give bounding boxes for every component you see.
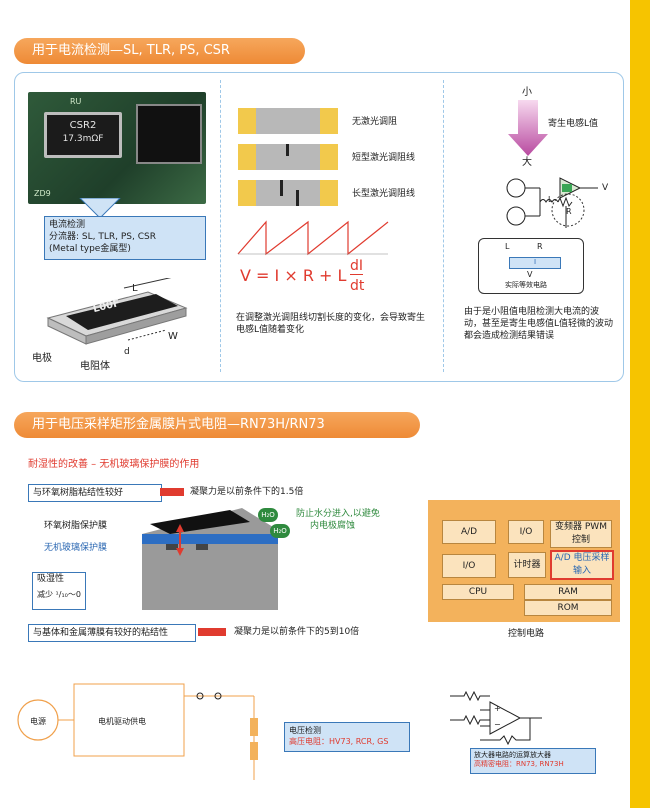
pcb-label-zd: ZD9 — [34, 189, 51, 198]
equivalent-circuit-box: L R I V 实际等效电路 — [478, 238, 584, 294]
cell-cpu: CPU — [442, 584, 514, 600]
trim-none — [238, 108, 338, 134]
trim-label-1: 无激光调阻 — [352, 117, 398, 127]
label-glass: 无机玻璃保护膜 — [44, 543, 108, 553]
eq-current-bar: I — [509, 257, 561, 269]
inductance-arrow — [508, 100, 548, 156]
eq-v: V — [527, 270, 533, 279]
h2o-bubble-1: H₂O — [258, 508, 278, 522]
row2-right: 凝聚力是以前条件下的5到10倍 — [234, 627, 360, 637]
row1-arrow — [160, 488, 184, 496]
section2-subtitle: 耐湿性的改善 – 无机玻璃保护膜的作用 — [28, 459, 200, 470]
formula-den: dt — [350, 278, 365, 294]
power-circuit-diagram — [17, 683, 258, 780]
circuit-diagram — [506, 177, 598, 228]
pcb-component — [136, 104, 202, 164]
row1-left: 与环氧树脂粘结性较好 — [28, 484, 162, 502]
section1-title: 用于电流检测—SL, TLR, PS, CSR — [14, 38, 305, 64]
dim-w: W — [168, 331, 178, 342]
opamp-line1: 放大器电路的运算放大器 — [474, 751, 551, 759]
row2-left: 与基体和金属薄膜有较好的粘结性 — [28, 624, 196, 642]
pcb-photo: RU CSR2 17.3mΩF ZD9 — [28, 92, 206, 204]
sawtooth-waveform — [237, 220, 389, 256]
opamp-plus: + — [494, 704, 501, 713]
eq-caption: 实际等效电路 — [505, 281, 547, 289]
voltage-line1: 电压检测 — [289, 726, 321, 735]
circuit-r: R — [566, 207, 572, 216]
voltage-detect-box: 电压检测 高压电阻：HV73, RCR, GS — [284, 722, 410, 752]
cell-timer: 计时器 — [508, 552, 546, 578]
circuit-v: V — [602, 183, 609, 193]
h2o-bubble-2: H₂O — [270, 524, 290, 538]
callout-line2: 分流器: SL, TLR, PS, CSR — [49, 232, 156, 242]
cell-ram: RAM — [524, 584, 612, 600]
chip-value: 17.3mΩF — [62, 134, 104, 144]
callout-box: 电流检测 分流器: SL, TLR, PS, CSR (Metal type金属… — [44, 216, 206, 260]
cell-rom: ROM — [524, 600, 612, 616]
absorb-title: 吸湿性 — [37, 574, 65, 584]
opamp-box: 放大器电路的运算放大器 高精密电阻：RN73, RN73H — [470, 748, 596, 774]
callout-pointer — [79, 198, 121, 218]
callout-line1: 电流检测 — [49, 220, 86, 230]
dim-d: d — [124, 347, 130, 357]
label-inductance: 寄生电感L值 — [548, 119, 599, 129]
cell-ad-voltage: A/D 电压采样输入 — [550, 550, 614, 580]
dim-l: L — [132, 283, 138, 294]
csr-chip: CSR2 17.3mΩF — [44, 112, 122, 158]
callout-line3: (Metal type金属型) — [49, 244, 131, 254]
opamp-minus: − — [494, 720, 501, 729]
trim-label-3: 长型激光调阻线 — [352, 189, 416, 199]
label-big: 大 — [522, 157, 532, 168]
chip-text: CSR2 — [69, 120, 97, 131]
middle-description: 在调整激光调阻线切割长度的变化，会导致寄生电感L值随着变化 — [236, 313, 426, 335]
label-small: 小 — [522, 87, 532, 98]
control-caption: 控制电路 — [508, 629, 545, 639]
trim-label-2: 短型激光调阻线 — [352, 153, 416, 163]
eq-i: I — [533, 258, 537, 266]
moisture-line2: 内电极腐蚀 — [310, 521, 356, 531]
row1-right: 凝聚力是以前条件下的1.5倍 — [190, 487, 304, 497]
trim-long — [238, 180, 338, 206]
pcb-label-ru: RU — [70, 97, 82, 106]
panel-divider-2 — [443, 80, 444, 372]
control-circuit: A/D I/O 变频器 PWM控制 I/O 计时器 A/D 电压采样输入 CPU… — [428, 500, 620, 622]
circuit-l: L — [548, 195, 553, 204]
moisture-line1: 防止水分进入,以避免 — [296, 509, 380, 519]
label-electrode: 电极 — [32, 353, 52, 364]
eq-r: R — [537, 242, 543, 251]
cell-pwm: 变频器 PWM控制 — [550, 520, 612, 548]
resistor-drawing — [46, 278, 188, 345]
trim-short — [238, 144, 338, 170]
formula-num: dI — [350, 258, 364, 275]
right-description: 由于是小阻值电阻检测大电流的波动，甚至是寄生电感值L值轻微的波动都会造成检测结果… — [464, 307, 614, 341]
cell-ad: A/D — [442, 520, 496, 544]
row2-arrow — [198, 628, 226, 636]
opamp-circuit — [450, 690, 542, 746]
section2-title: 用于电压采样矩形金属膜片式电阻—RN73H/RN73 — [14, 412, 420, 438]
formula-lhs: V = I × R + L — [240, 266, 347, 285]
voltage-line2: 高压电阻：HV73, RCR, GS — [289, 737, 389, 746]
cell-io-top: I/O — [508, 520, 544, 544]
film-cross-section — [142, 508, 278, 610]
label-motor: 电机驱动供电 — [98, 717, 146, 726]
absorb-value: 减少 ¹/₁₀～0 — [37, 590, 81, 599]
absorb-box: 吸湿性 减少 ¹/₁₀～0 — [32, 572, 86, 610]
eq-l: L — [505, 242, 510, 251]
panel-divider-1 — [220, 80, 221, 372]
label-body: 电阻体 — [80, 361, 110, 372]
opamp-line2: 高精密电阻：RN73, RN73H — [474, 760, 564, 768]
side-accent-strip — [630, 0, 650, 808]
cell-io-bottom: I/O — [442, 554, 496, 578]
label-power: 电源 — [30, 717, 46, 726]
label-epoxy: 环氧树脂保护膜 — [44, 521, 108, 531]
